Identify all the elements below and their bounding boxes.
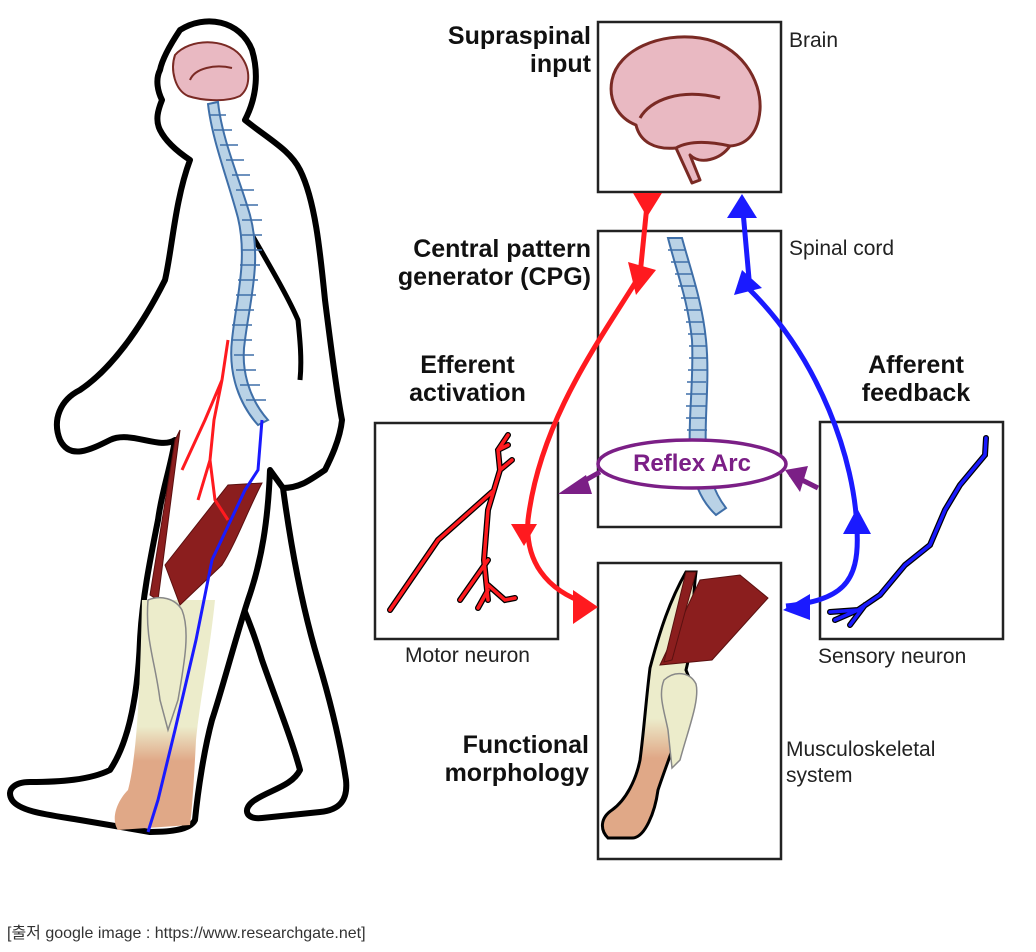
spine-icon bbox=[666, 237, 728, 517]
musculoskeletal-label: Musculoskeletal system bbox=[786, 737, 935, 790]
motor-neuron-icon bbox=[387, 432, 518, 613]
efferent-arrowhead-cpg bbox=[628, 262, 656, 295]
reflex-arrowhead-right bbox=[785, 466, 808, 492]
afferent-arrowhead-mid bbox=[843, 508, 871, 534]
human-figure bbox=[7, 18, 350, 835]
efferent-line1: Efferent bbox=[420, 351, 515, 379]
source-caption: [출저 google image : https://www.researchg… bbox=[7, 925, 366, 942]
locomotion-control-diagram bbox=[7, 18, 1005, 861]
afferent-arrowhead-cpg bbox=[734, 270, 762, 295]
figure-bone bbox=[146, 597, 187, 733]
cpg-label: Central pattern generator (CPG) bbox=[398, 235, 591, 292]
brain-label: Brain bbox=[789, 29, 839, 52]
afferent-pathway bbox=[727, 194, 871, 620]
reflex-arc bbox=[558, 438, 820, 494]
cpg-line2: generator (CPG) bbox=[397, 263, 591, 292]
supraspinal-line1: Supraspinal bbox=[447, 22, 591, 50]
reflex-arc-ellipse bbox=[596, 438, 788, 490]
brain-icon bbox=[609, 35, 762, 185]
efferent-activation-label: Efferent activation bbox=[376, 351, 559, 408]
sensory-neuron-icon bbox=[827, 435, 989, 628]
efferent-pathway bbox=[511, 193, 662, 624]
reflex-arrowhead-left bbox=[558, 475, 592, 494]
cpg-line1: Central pattern bbox=[413, 235, 591, 263]
spinal-cord-label: Spinal cord bbox=[789, 237, 895, 260]
reflex-arc-label: Reflex Arc bbox=[633, 450, 751, 477]
sensory-neuron-label: Sensory neuron bbox=[818, 645, 967, 668]
supraspinal-line2: input bbox=[529, 50, 591, 79]
musculoskeletal-line1: Musculoskeletal bbox=[786, 738, 936, 761]
afferent-line1: Afferent bbox=[868, 351, 964, 379]
functional-line1: Functional bbox=[462, 731, 589, 759]
supraspinal-input-label: Supraspinal input bbox=[448, 22, 591, 79]
leg-icon bbox=[601, 570, 769, 840]
figure-spine bbox=[206, 100, 270, 427]
figure-artery bbox=[180, 339, 230, 521]
afferent-arrowhead-muscle bbox=[783, 594, 810, 620]
motor-neuron-label: Motor neuron bbox=[405, 644, 530, 667]
efferent-arrowhead-mid bbox=[511, 524, 537, 546]
efferent-arrowhead-muscle bbox=[573, 590, 598, 624]
figure-vertebrae bbox=[210, 114, 266, 401]
functional-morphology-label: Functional morphology bbox=[445, 731, 589, 788]
afferent-line2: feedback bbox=[861, 379, 971, 408]
figure-brain-fold bbox=[189, 65, 233, 81]
musculoskeletal-line2: system bbox=[786, 764, 853, 788]
functional-line2: morphology bbox=[444, 759, 589, 788]
efferent-line2: activation bbox=[409, 379, 526, 408]
body-outline bbox=[7, 18, 345, 835]
figure-brain bbox=[172, 41, 250, 102]
efferent-arrowhead-top bbox=[633, 193, 662, 217]
afferent-arrowhead-top bbox=[727, 194, 757, 218]
afferent-feedback-label: Afferent feedback bbox=[816, 351, 1016, 408]
figure-vein bbox=[146, 419, 264, 833]
